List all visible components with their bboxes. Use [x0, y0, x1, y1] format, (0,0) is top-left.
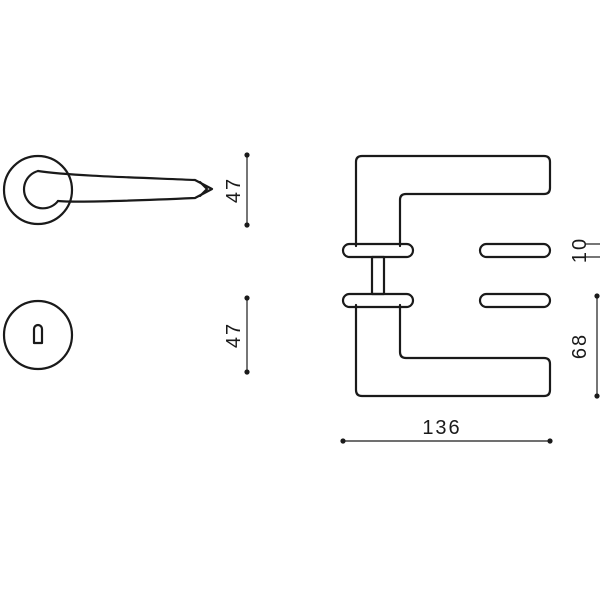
dimension-endpoint [340, 438, 346, 444]
lever-tip-detail [198, 180, 209, 198]
handle-side-view [341, 154, 552, 398]
dimension-endpoint [547, 438, 553, 444]
spindle [370, 255, 386, 296]
upper-rose [341, 242, 415, 259]
dimension-endpoint [244, 369, 250, 375]
upper-lever-profile [354, 154, 552, 248]
dimension-endpoint [594, 393, 600, 399]
escutcheon-front-view [2, 299, 74, 371]
dimension-handle-projection: 68 [569, 293, 600, 399]
dimension-endpoint [594, 293, 600, 299]
dimension-rose-thickness: 10 [569, 237, 600, 263]
dimension-label: 47 [223, 322, 245, 348]
dimension-escutcheon-height: 47 [223, 295, 250, 375]
keyhole [32, 323, 44, 345]
lower-rose-edge [478, 292, 552, 309]
dimension-handle-length: 136 [340, 417, 553, 444]
lower-rose [341, 292, 415, 309]
lever-arm [36, 169, 214, 203]
dimension-label: 10 [569, 237, 591, 263]
dimension-endpoint [244, 295, 250, 301]
dimension-label: 47 [223, 177, 245, 203]
dimension-label: 68 [569, 333, 591, 359]
rose-inner-ring [22, 169, 60, 210]
dimension-endpoint [244, 222, 250, 228]
escutcheon-disc [2, 299, 74, 371]
dimension-lever-height: 47 [223, 152, 250, 228]
lower-lever-profile [354, 303, 552, 398]
lever-front-view [2, 154, 214, 226]
dimension-label: 136 [422, 417, 461, 439]
upper-rose-edge [478, 242, 552, 259]
rose-outer-ring [2, 154, 74, 226]
dimension-endpoint [244, 152, 250, 158]
